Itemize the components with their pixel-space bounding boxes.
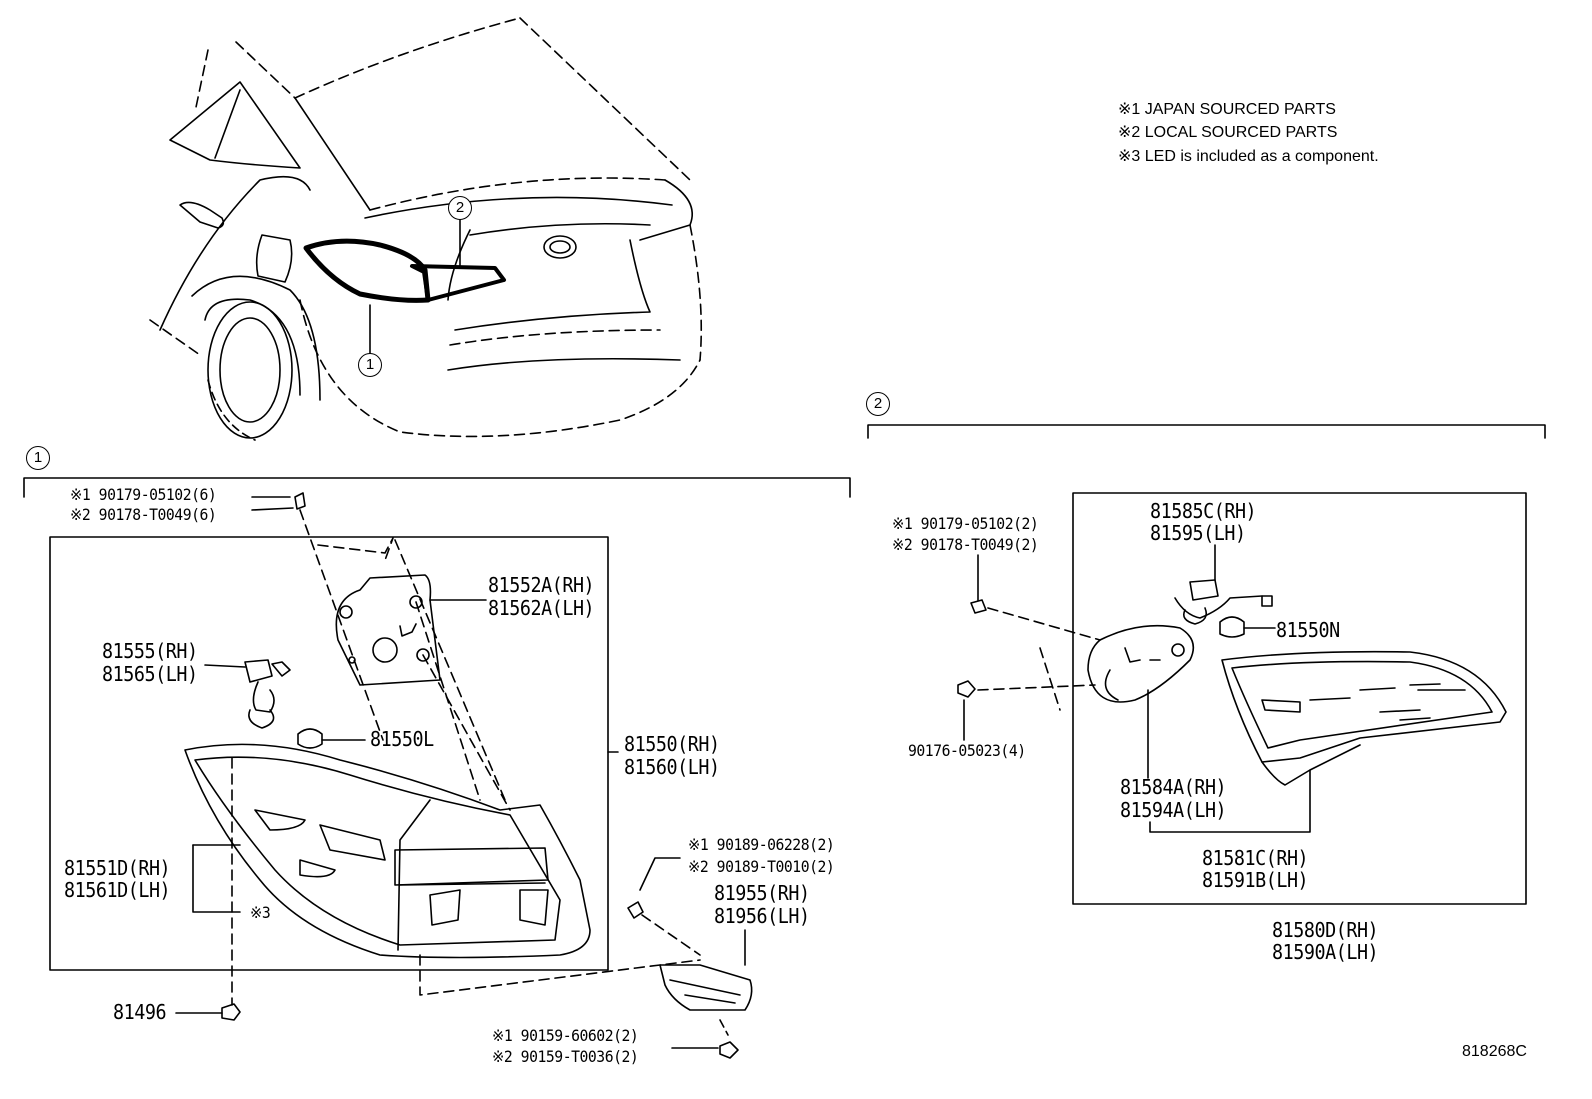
label-socket-lh: 81565(LH) xyxy=(102,662,198,686)
note-japan-sourced: ※1 JAPAN SOURCED PARTS xyxy=(1118,101,1336,118)
label-socket-rh: 81555(RH) xyxy=(102,639,198,663)
label-lamp-rh: 81550(RH) xyxy=(624,732,720,756)
label-g2-lens-lh: 81591B(LH) xyxy=(1202,868,1309,892)
label-gasket-rh: 81552A(RH) xyxy=(488,573,595,597)
label-g2-nut: 90176-05023(4) xyxy=(908,741,1026,760)
label-g2-lamp-rh: 81580D(RH) xyxy=(1272,918,1379,942)
label-g2-socket-rh: 81585C(RH) xyxy=(1150,499,1257,523)
label-nut-japan: ※1 90159-60602(2) xyxy=(492,1026,639,1045)
label-lens-lh: 81561D(LH) xyxy=(64,878,171,902)
label-clip-81496: 81496 xyxy=(113,1000,167,1024)
label-g2-clip-local: ※2 90178-T0049(2) xyxy=(892,535,1039,554)
label-g2-clip-japan: ※1 90179-05102(2) xyxy=(892,514,1039,533)
label-g2-socket-lh: 81595(LH) xyxy=(1150,521,1246,545)
label-lamp-lh: 81560(LH) xyxy=(624,755,720,779)
label-bulb-81550l: 81550L xyxy=(370,727,434,751)
label-bracket-rh: 81955(RH) xyxy=(714,881,810,905)
callout-1-group: 1 xyxy=(26,446,50,470)
label-bracket-lh: 81956(LH) xyxy=(714,904,810,928)
note-led-included: ※3 LED is included as a component. xyxy=(1118,148,1379,165)
diagram-id: 818268C xyxy=(1462,1043,1527,1060)
label-nut-local: ※2 90159-T0036(2) xyxy=(492,1047,639,1066)
note-local-sourced: ※2 LOCAL SOURCED PARTS xyxy=(1118,124,1338,141)
group2-frame xyxy=(867,424,1546,905)
group1-frame xyxy=(23,477,851,971)
label-g2-lamp-lh: 81590A(LH) xyxy=(1272,940,1379,964)
label-screw-local: ※2 90189-T0010(2) xyxy=(688,857,835,876)
label-screw-japan: ※1 90189-06228(2) xyxy=(688,835,835,854)
label-g2-cover-rh: 81584A(RH) xyxy=(1120,775,1227,799)
label-clip-top-local: ※2 90178-T0049(6) xyxy=(70,505,217,524)
label-g2-lens-rh: 81581C(RH) xyxy=(1202,846,1309,870)
label-g2-bulb-81550n: 81550N xyxy=(1276,618,1340,642)
label-gasket-lh: 81562A(LH) xyxy=(488,596,595,620)
label-g2-cover-lh: 81594A(LH) xyxy=(1120,798,1227,822)
callout-2-car: 2 xyxy=(448,196,472,220)
callout-1-car: 1 xyxy=(358,353,382,377)
label-clip-top-japan: ※1 90179-05102(6) xyxy=(70,485,217,504)
callout-2-group: 2 xyxy=(866,392,890,416)
group1-parts xyxy=(175,492,753,1059)
car-rear-illustration xyxy=(149,17,703,441)
group2-parts xyxy=(957,544,1507,833)
label-lens-rh: 81551D(RH) xyxy=(64,856,171,880)
label-led-mark: ※3 xyxy=(250,903,271,922)
